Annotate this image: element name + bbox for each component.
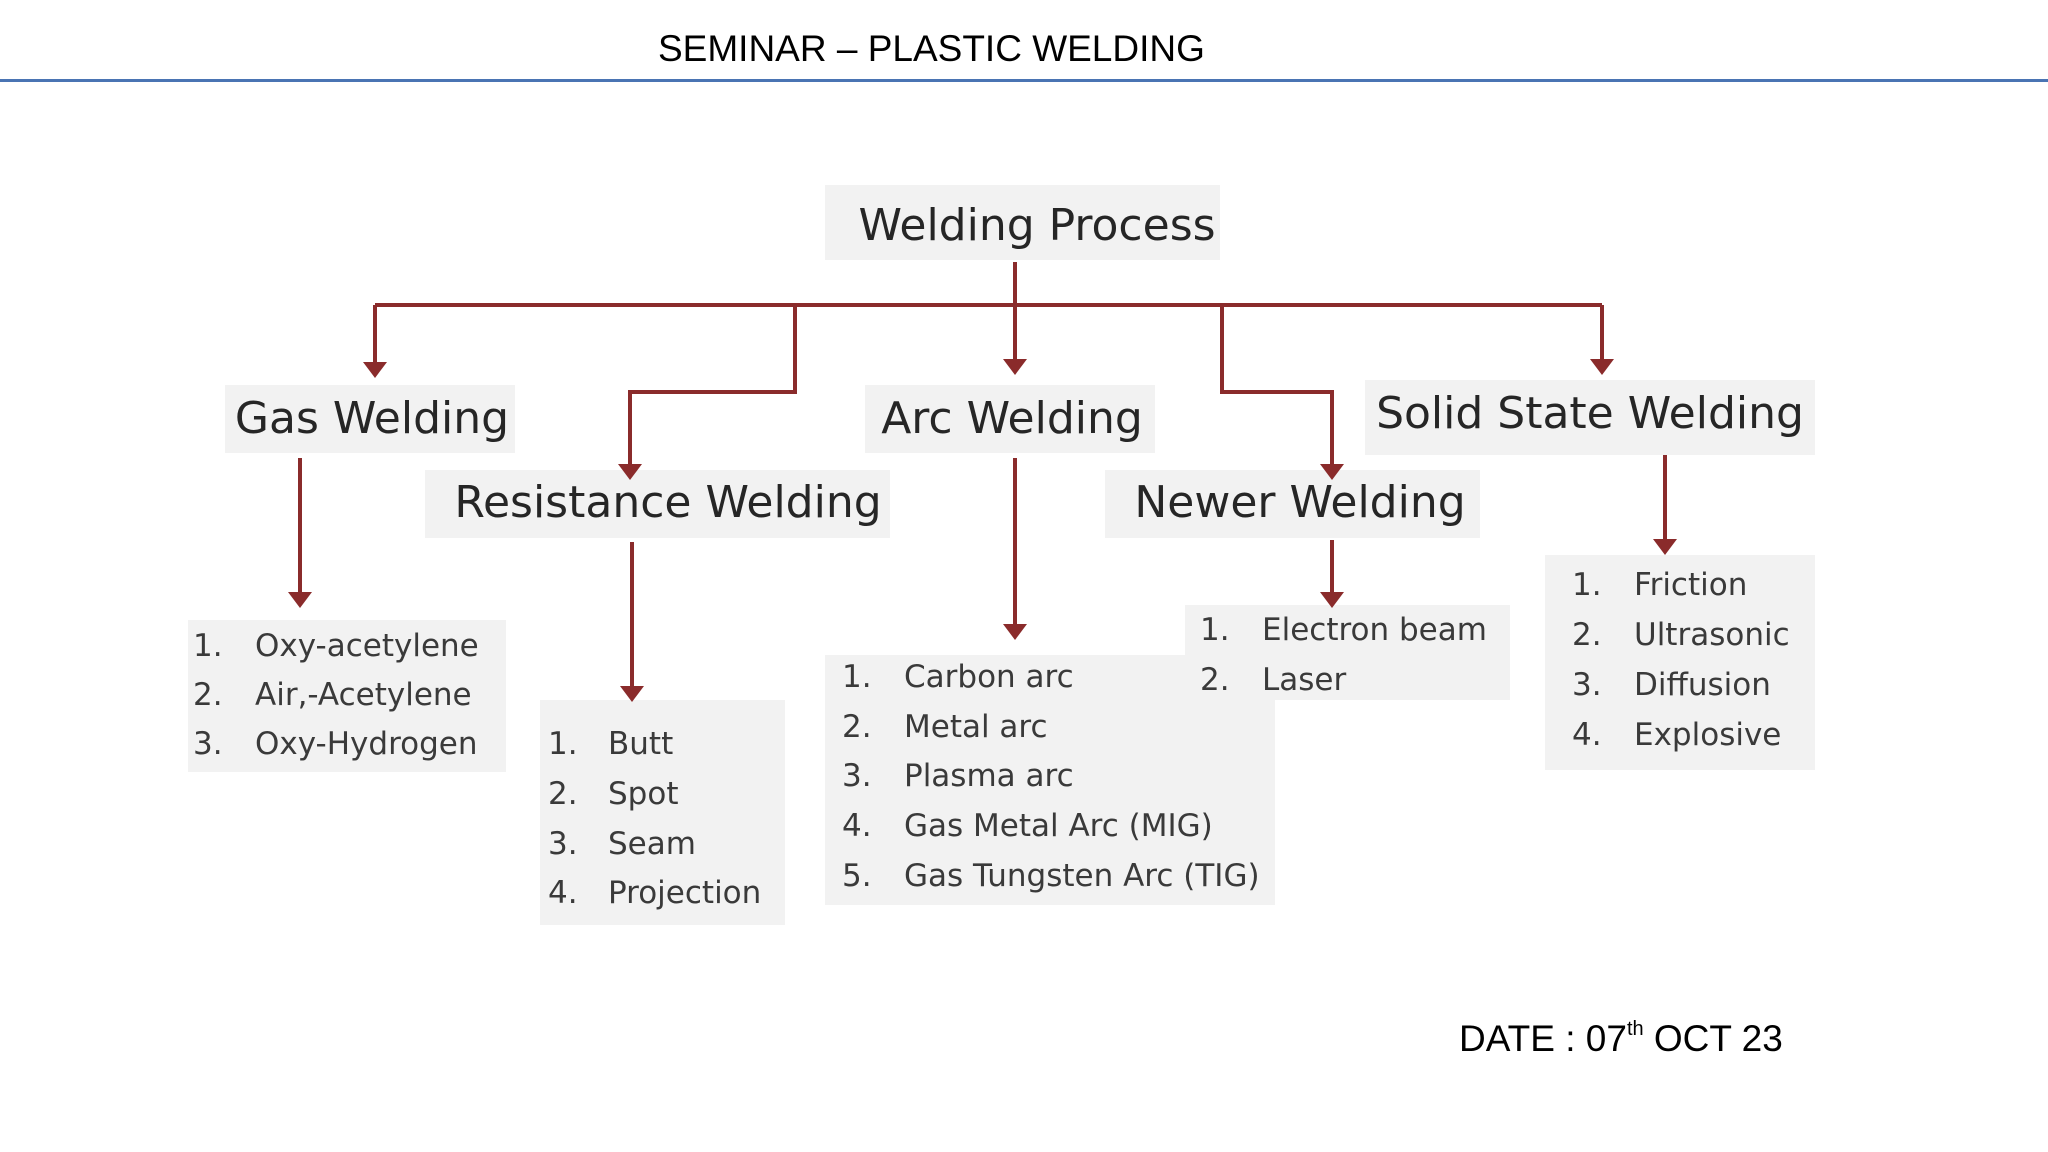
list-item: Ultrasonic: [1634, 617, 1790, 653]
list-item: Explosive: [1634, 717, 1781, 753]
resistance-bg: [425, 470, 890, 538]
gas-welding-list: 1. Oxy-acetylene 2. Air,-Acetylene 3. Ox…: [193, 628, 479, 762]
arrowhead-resistance: [618, 464, 642, 480]
arrowhead-newer-list: [1320, 592, 1344, 608]
list-number: 4.: [842, 808, 872, 844]
list-item: Oxy-acetylene: [255, 628, 479, 664]
arc-welding-list: 1. Carbon arc 2. Metal arc 3. Plasma arc…: [842, 659, 1260, 894]
arrowhead-arc: [1003, 359, 1027, 375]
arrowhead-arc-list: [1003, 624, 1027, 640]
list-item: Gas Tungsten Arc (TIG): [904, 858, 1260, 894]
list-number: 2.: [1200, 662, 1230, 698]
branch-resistance-welding: Resistance Welding: [454, 477, 881, 528]
list-number: 3.: [1572, 667, 1602, 703]
branch-solid-state-welding: Solid State Welding: [1376, 388, 1804, 439]
list-item: Gas Metal Arc (MIG): [904, 808, 1213, 844]
date-ordinal-suffix: th: [1626, 1018, 1644, 1040]
list-number: 3.: [842, 758, 872, 794]
arc-bg: [865, 385, 1155, 453]
list-number: 1.: [193, 628, 223, 664]
list-number: 5.: [842, 858, 872, 894]
date-rest: OCT 23: [1643, 1018, 1783, 1059]
list-number: 3.: [548, 826, 578, 862]
list-item: Diffusion: [1634, 667, 1771, 703]
gas-list-bg: [188, 620, 506, 772]
solid-state-welding-list: 1. Friction 2. Ultrasonic 3. Diffusion 4…: [1572, 567, 1790, 753]
resistance-list-bg: [540, 700, 785, 925]
list-number: 4.: [1572, 717, 1602, 753]
branch-gas-welding: Gas Welding: [235, 393, 509, 444]
list-item: Metal arc: [904, 709, 1048, 745]
list-number: 2.: [1572, 617, 1602, 653]
list-item: Butt: [608, 726, 673, 762]
resistance-welding-list: 1. Butt 2. Spot 3. Seam 4. Projection: [548, 726, 761, 911]
newer-welding-list: 1. Electron beam 2. Laser: [1200, 612, 1487, 698]
list-item: Plasma arc: [904, 758, 1074, 794]
branch-arc-welding: Arc Welding: [881, 393, 1143, 444]
gas-bg: [225, 385, 515, 453]
list-item: Friction: [1634, 567, 1747, 603]
newer-bg: [1105, 470, 1480, 538]
arrowhead-solid: [1590, 359, 1614, 375]
newer-list-bg: [1185, 605, 1510, 700]
list-number: 1.: [1572, 567, 1602, 603]
connectors: [298, 262, 1667, 692]
arrowhead-newer: [1320, 464, 1344, 480]
arrowhead-resistance-list: [620, 686, 644, 702]
arrowhead-gas: [363, 362, 387, 378]
list-number: 1.: [548, 726, 578, 762]
list-number: 3.: [193, 726, 223, 762]
list-number: 2.: [842, 709, 872, 745]
newer-drop: [1220, 305, 1334, 470]
list-item: Air,-Acetylene: [255, 677, 472, 713]
list-item: Seam: [608, 826, 696, 862]
list-item: Electron beam: [1262, 612, 1487, 648]
root-bg: [825, 185, 1220, 260]
list-item: Oxy-Hydrogen: [255, 726, 478, 762]
solid-list-bg: [1545, 555, 1815, 770]
slide-title: SEMINAR – PLASTIC WELDING: [658, 28, 1205, 69]
list-number: 2.: [193, 677, 223, 713]
list-item: Projection: [608, 875, 761, 911]
list-number: 1.: [1200, 612, 1230, 648]
arrowhead-solid-list: [1653, 539, 1677, 555]
title-divider: [0, 79, 2048, 82]
arrowheads: [288, 359, 1677, 702]
date-prefix: DATE : 07: [1459, 1018, 1627, 1059]
list-item: Laser: [1262, 662, 1346, 698]
root-node: Welding Process: [858, 200, 1215, 251]
branch-newer-welding: Newer Welding: [1134, 477, 1465, 528]
list-number: 2.: [548, 776, 578, 812]
presentation-date: DATE : 07th OCT 23: [1459, 1018, 1783, 1060]
arrowhead-gas-list: [288, 592, 312, 608]
list-number: 1.: [842, 659, 872, 695]
list-item: Carbon arc: [904, 659, 1074, 695]
solid-bg: [1365, 380, 1815, 455]
list-item: Spot: [608, 776, 678, 812]
list-number: 4.: [548, 875, 578, 911]
resistance-drop: [628, 305, 797, 470]
